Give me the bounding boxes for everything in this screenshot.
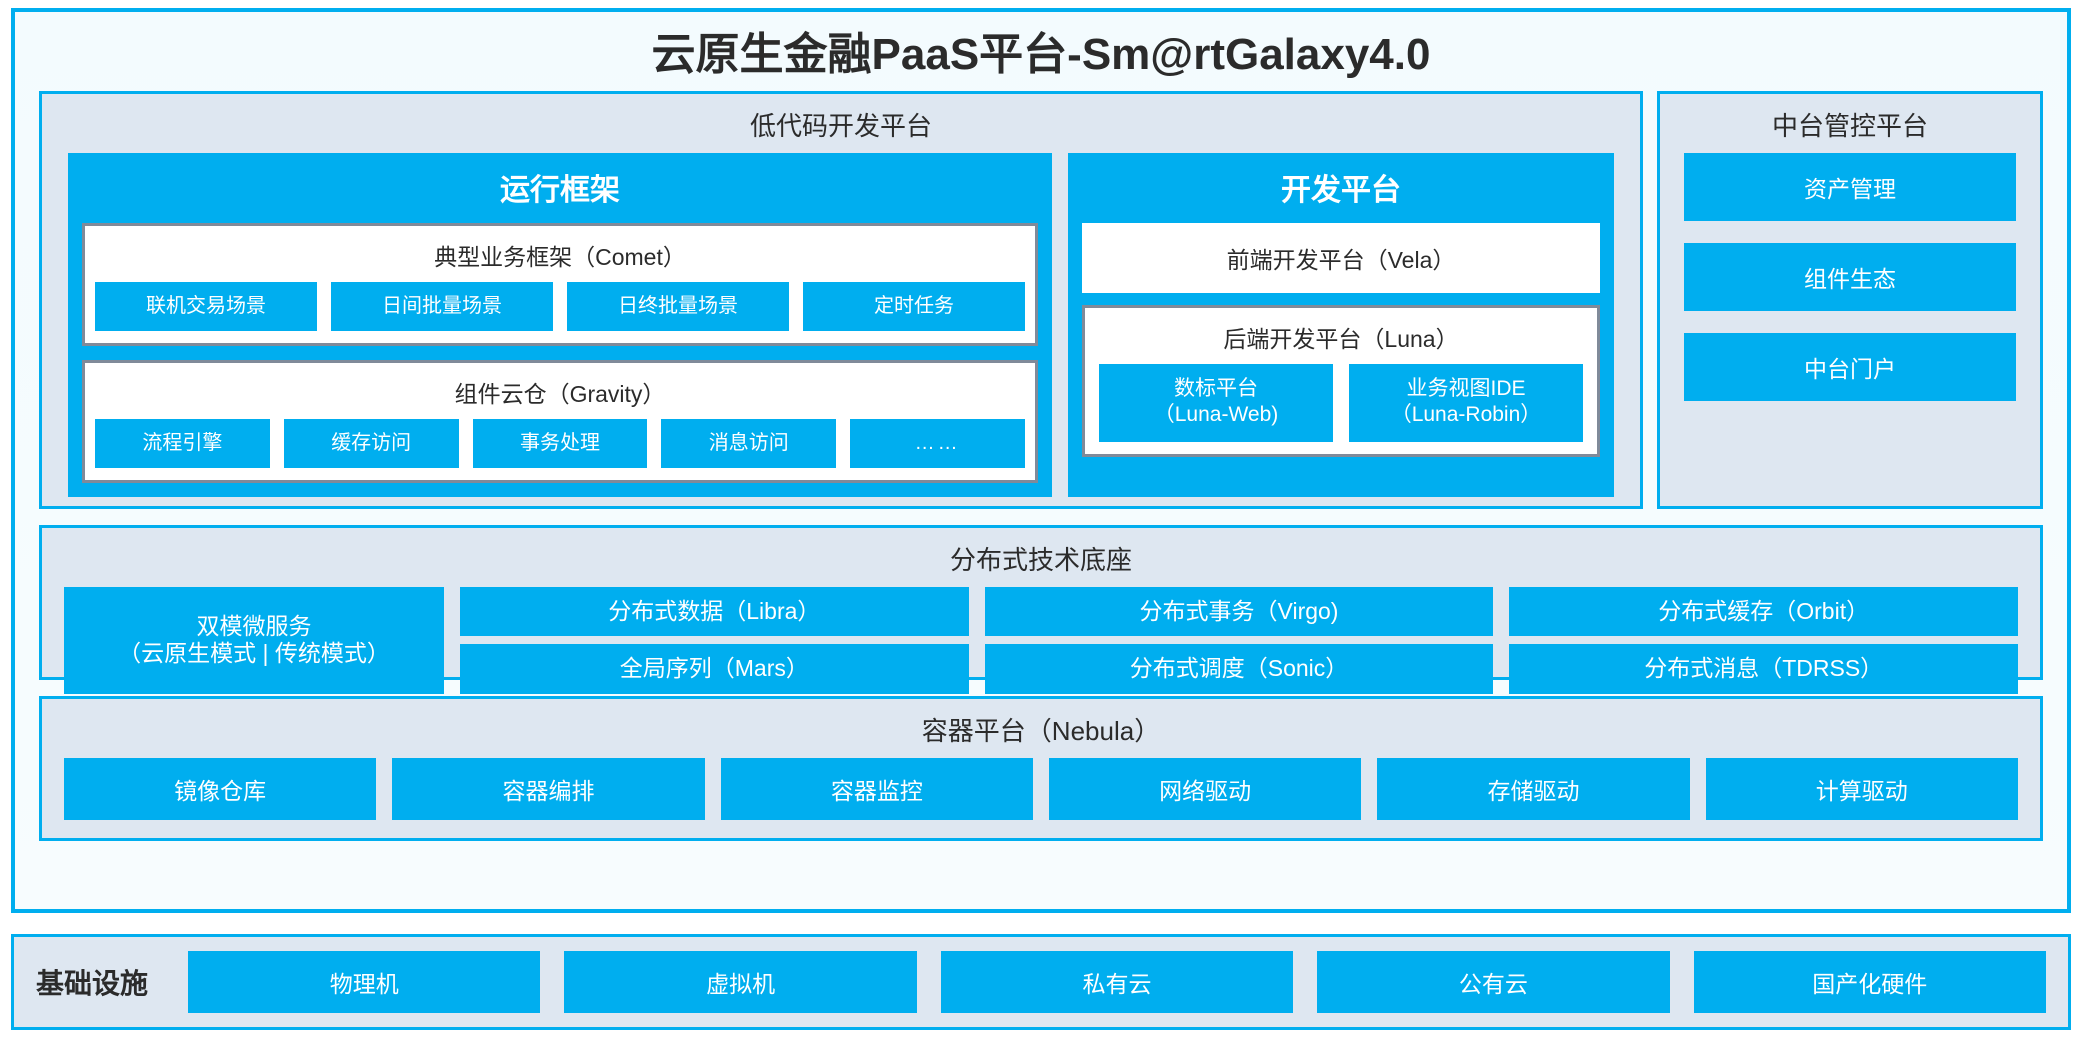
chip-luna-web-line2: （Luna-Web) [1153,402,1279,426]
development-platform-card: 开发平台 前端开发平台（Vela） 后端开发平台（Luna） 数标平台 （Lun… [1068,152,1614,497]
chip-transaction-processing[interactable]: 事务处理 [472,418,648,468]
chip-container-orchestration[interactable]: 容器编排 [392,757,705,820]
chip-private-cloud[interactable]: 私有云 [940,951,1294,1013]
infrastructure-panel: 基础设施 物理机 虚拟机 私有云 公有云 国产化硬件 [11,934,2071,1030]
chip-storage-driver[interactable]: 存储驱动 [1377,757,1690,820]
luna-chip-row: 数标平台 （Luna-Web) 业务视图IDE （Luna-Robin） [1095,363,1587,443]
infrastructure-chip-row: 物理机 虚拟机 私有云 公有云 国产化硬件 [188,951,2046,1013]
distributed-col-1: 分布式数据（Libra） 全局序列（Mars） [460,586,969,694]
lowcode-platform-title: 低代码开发平台 [749,110,932,141]
container-platform-body: 镜像仓库 容器编排 容器监控 网络驱动 存储驱动 计算驱动 [42,757,2040,834]
chip-dual-mode-microservice[interactable]: 双模微服务 （云原生模式 | 传统模式） [64,586,444,694]
backend-dev-platform-title: 后端开发平台（Luna） [1223,325,1459,352]
chip-virtual-machine[interactable]: 虚拟机 [564,951,917,1013]
distributed-col-dualmode: 双模微服务 （云原生模式 | 传统模式） [64,586,444,694]
top-row: 低代码开发平台 运行框架 典型业务框架（Comet） 联机交易场景 日间批量场景… [39,90,2043,509]
distributed-col-3: 分布式缓存（Orbit） 分布式消息（TDRSS） [1509,586,2019,694]
chip-scheduled-task[interactable]: 定时任务 [803,281,1025,331]
frontend-dev-platform-vela[interactable]: 前端开发平台（Vela） [1082,222,1600,293]
chip-distributed-data-libra[interactable]: 分布式数据（Libra） [460,586,969,637]
platform-frame: 云原生金融PaaS平台-Sm@rtGalaxy4.0 低代码开发平台 运行框架 … [11,8,2071,913]
runtime-framework-title: 运行框架 [500,173,620,207]
chip-global-sequence-mars[interactable]: 全局序列（Mars） [460,644,969,694]
chip-public-cloud[interactable]: 公有云 [1317,951,1670,1013]
midplatform-management-title: 中台管控平台 [1771,110,1928,141]
chip-compute-driver[interactable]: 计算驱动 [1705,757,2018,820]
chip-physical-machine[interactable]: 物理机 [188,951,541,1013]
chip-image-repository[interactable]: 镜像仓库 [64,757,377,820]
chip-cache-access[interactable]: 缓存访问 [283,418,459,468]
chip-network-driver[interactable]: 网络驱动 [1048,757,1362,820]
lowcode-platform-body: 运行框架 典型业务框架（Comet） 联机交易场景 日间批量场景 日终批量场景 … [42,152,1640,523]
gravity-chip-row: 流程引擎 缓存访问 事务处理 消息访问 …… [95,418,1025,468]
chip-eod-batch[interactable]: 日终批量场景 [567,281,789,331]
chip-midplatform-portal[interactable]: 中台门户 [1684,332,2016,401]
midplatform-management-panel: 中台管控平台 资产管理 组件生态 中台门户 [1657,90,2043,509]
comet-chip-row: 联机交易场景 日间批量场景 日终批量场景 定时任务 [95,281,1025,331]
chip-domestic-hardware[interactable]: 国产化硬件 [1693,951,2046,1013]
chip-luna-web-line1: 数标平台 [1174,376,1258,400]
chip-luna-robin-line2: （Luna-Robin） [1390,402,1542,426]
chip-online-transaction[interactable]: 联机交易场景 [95,281,317,331]
chip-luna-robin[interactable]: 业务视图IDE （Luna-Robin） [1349,363,1583,443]
distributed-foundation-title: 分布式技术底座 [949,544,1132,575]
chip-more-ellipsis[interactable]: …… [850,418,1025,468]
chip-luna-web[interactable]: 数标平台 （Luna-Web) [1099,363,1333,443]
chip-luna-robin-line1: 业务视图IDE [1406,376,1526,400]
comet-group-title: 典型业务框架（Comet） [434,243,686,270]
distributed-col-2: 分布式事务（Virgo) 分布式调度（Sonic） [984,586,1494,694]
chip-process-engine[interactable]: 流程引擎 [95,418,270,468]
chip-distributed-scheduling-sonic[interactable]: 分布式调度（Sonic） [984,644,1494,694]
container-platform-panel: 容器平台（Nebula） 镜像仓库 容器编排 容器监控 网络驱动 存储驱动 计算… [39,695,2043,841]
distributed-foundation-panel: 分布式技术底座 双模微服务 （云原生模式 | 传统模式） 分布式数据（Libra… [39,524,2043,694]
chip-distributed-transaction-virgo[interactable]: 分布式事务（Virgo) [984,586,1494,637]
runtime-framework-card: 运行框架 典型业务框架（Comet） 联机交易场景 日间批量场景 日终批量场景 … [68,152,1052,497]
distributed-foundation-body: 双模微服务 （云原生模式 | 传统模式） 分布式数据（Libra） 全局序列（M… [42,586,2040,706]
chip-distributed-cache-orbit[interactable]: 分布式缓存（Orbit） [1509,586,2019,637]
chip-component-ecosystem[interactable]: 组件生态 [1684,242,2016,311]
backend-dev-platform-luna-group: 后端开发平台（Luna） 数标平台 （Luna-Web) 业务视图IDE （Lu… [1082,304,1600,458]
infrastructure-label: 基础设施 [36,968,149,999]
chip-intraday-batch[interactable]: 日间批量场景 [331,281,553,331]
gravity-group-title: 组件云仓（Gravity） [454,380,666,407]
chip-dual-mode-line2: （云原生模式 | 传统模式） [118,640,390,667]
chip-container-monitoring[interactable]: 容器监控 [720,757,1033,820]
comet-group: 典型业务框架（Comet） 联机交易场景 日间批量场景 日终批量场景 定时任务 [82,222,1038,346]
chip-asset-management[interactable]: 资产管理 [1684,152,2016,221]
chip-distributed-message-tdrss[interactable]: 分布式消息（TDRSS） [1509,644,2019,694]
chip-message-access[interactable]: 消息访问 [661,418,837,468]
development-platform-title: 开发平台 [1281,173,1401,207]
gravity-group: 组件云仓（Gravity） 流程引擎 缓存访问 事务处理 消息访问 …… [82,359,1038,483]
container-platform-title: 容器平台（Nebula） [921,715,1161,746]
chip-dual-mode-line1: 双模微服务 [196,612,312,639]
page-title: 云原生金融PaaS平台-Sm@rtGalaxy4.0 [651,30,1431,79]
lowcode-platform-panel: 低代码开发平台 运行框架 典型业务框架（Comet） 联机交易场景 日间批量场景… [39,90,1643,509]
midplatform-management-body: 资产管理 组件生态 中台门户 [1660,152,2040,401]
